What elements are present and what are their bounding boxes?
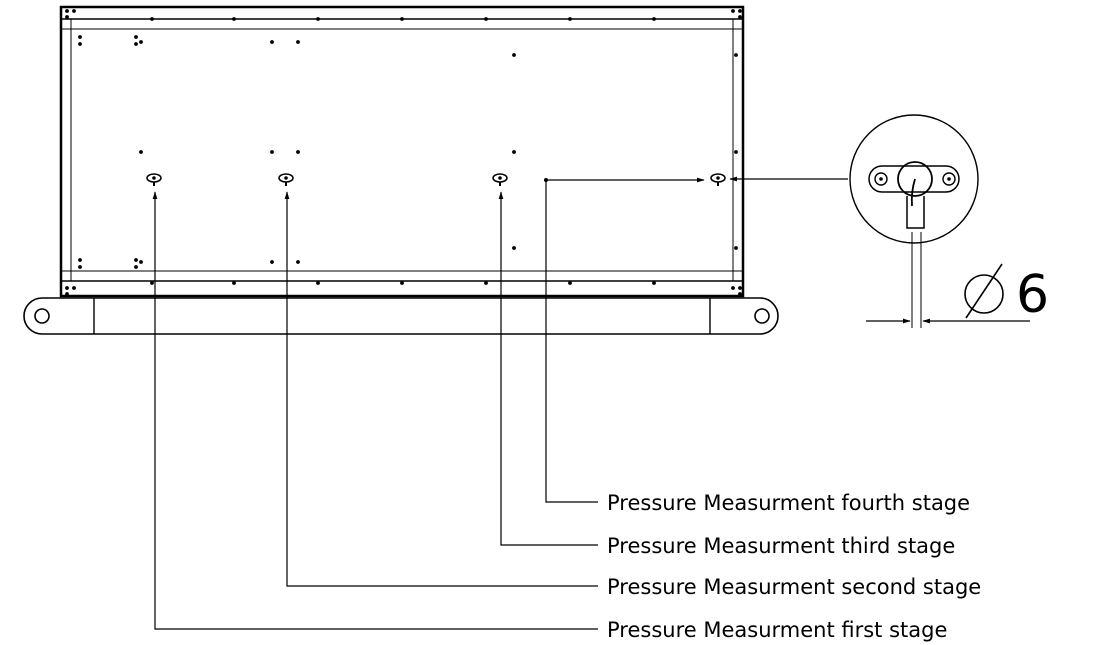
rivet-dot — [400, 281, 404, 285]
lifting-eye-right — [754, 308, 770, 324]
rivet-dot — [296, 40, 300, 44]
rivet-dot — [738, 15, 742, 19]
rivet-dot — [512, 150, 516, 154]
rivet-dot — [738, 9, 742, 13]
rivet-dot — [232, 281, 236, 285]
rivet-dots — [65, 9, 742, 296]
rivet-dot — [512, 246, 516, 250]
rivet-dot — [139, 260, 143, 264]
rivet-dot — [139, 150, 143, 154]
rivet-dot — [78, 258, 82, 262]
rivet-dot — [134, 265, 138, 269]
rivet-dot — [65, 292, 69, 296]
rivet-dot — [150, 281, 154, 285]
rivet-dot — [734, 246, 738, 250]
rivet-dot — [78, 265, 82, 269]
leader-lines — [152, 176, 848, 630]
rivet-dot — [731, 286, 735, 290]
leader-second-stage — [284, 191, 598, 587]
rivet-dot — [72, 286, 76, 290]
rivet-dot — [232, 17, 236, 21]
rivet-dot — [738, 286, 742, 290]
rivet-dot — [568, 17, 572, 21]
rivet-dot — [150, 17, 154, 21]
rivet-dot — [65, 286, 69, 290]
rivet-dot — [734, 150, 738, 154]
lifting-eye-left — [34, 308, 50, 324]
rivet-dot — [78, 42, 82, 46]
rivet-dot — [78, 35, 82, 39]
rivet-dot — [134, 42, 138, 46]
leader-fourth-stage — [545, 177, 705, 503]
rivet-dot — [731, 9, 735, 13]
rivet-dot — [270, 150, 274, 154]
rivet-dot — [296, 260, 300, 264]
rivet-dot — [484, 17, 488, 21]
rivet-dot — [296, 150, 300, 154]
rivet-dot — [652, 17, 656, 21]
label-third-stage: Pressure Measurment third stage — [607, 534, 955, 558]
diameter-value: 6 — [1016, 265, 1049, 325]
detail-view: 6 — [849, 114, 1049, 328]
port-2 — [278, 173, 294, 186]
rivet-dot — [134, 35, 138, 39]
rivet-dot — [134, 258, 138, 262]
rivet-dot — [400, 17, 404, 21]
port-3 — [492, 173, 508, 186]
rivet-dot — [484, 281, 488, 285]
port-4 — [710, 173, 726, 186]
label-fourth-stage: Pressure Measurment fourth stage — [607, 491, 970, 515]
rivet-dot — [139, 40, 143, 44]
rivet-dot — [738, 292, 742, 296]
leader-third-stage — [498, 191, 598, 546]
rivet-dot — [65, 15, 69, 19]
rivet-dot — [270, 40, 274, 44]
label-second-stage: Pressure Measurment second stage — [607, 575, 981, 599]
port-1 — [146, 173, 162, 186]
rivet-dot — [65, 9, 69, 13]
diameter-symbol — [964, 263, 1004, 319]
measurement-ports — [146, 173, 726, 186]
rivet-dot — [734, 53, 738, 57]
rivet-dot — [512, 53, 516, 57]
rivet-dot — [270, 260, 274, 264]
leader-first-stage — [152, 191, 598, 630]
housing-panel — [59, 5, 745, 298]
base-frame — [23, 297, 779, 335]
detail-circle — [849, 114, 979, 244]
callout-labels: Pressure Measurment fourth stage Pressur… — [607, 491, 981, 642]
label-first-stage: Pressure Measurment first stage — [607, 618, 947, 642]
rivet-dot — [316, 17, 320, 21]
rivet-dot — [652, 281, 656, 285]
rivet-dot — [72, 9, 76, 13]
rivet-dot — [568, 281, 572, 285]
rivet-dot — [316, 281, 320, 285]
